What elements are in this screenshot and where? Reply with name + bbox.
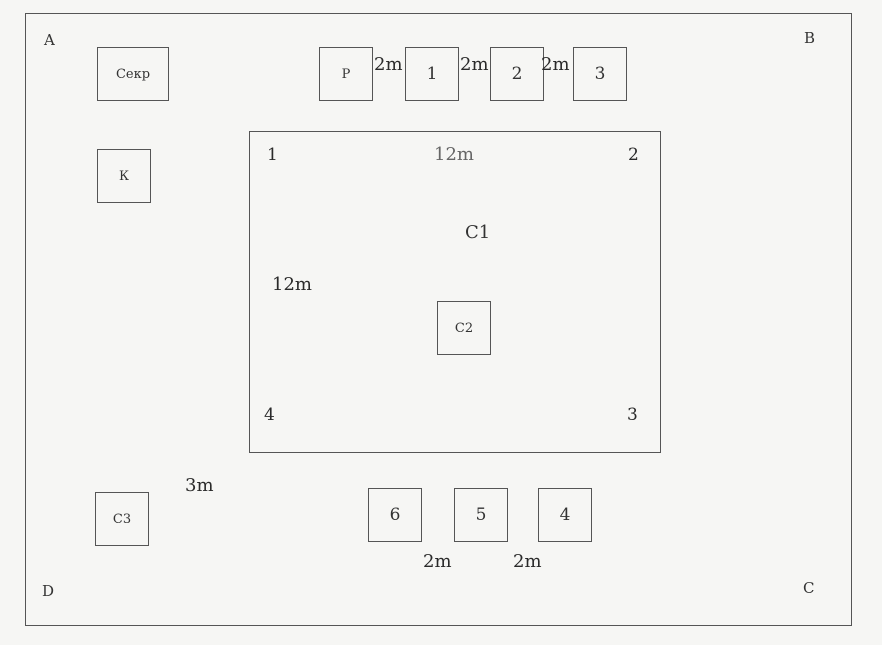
- corner-c: C: [803, 579, 815, 597]
- top-distance-2: 2m: [460, 54, 489, 75]
- court-corner-1: 1: [267, 145, 278, 165]
- hall-boundary: [25, 13, 852, 626]
- bottom-desk-4-label: 4: [559, 505, 571, 525]
- top-desk-2-label: 2: [511, 64, 523, 84]
- secretary-desk-label: Секр: [115, 66, 151, 82]
- side-distance: 3m: [185, 475, 214, 496]
- top-desk-3: 3: [573, 47, 627, 101]
- bottom-desk-4: 4: [538, 488, 592, 542]
- court-corner-2: 2: [628, 145, 639, 165]
- top-desk-3-label: 3: [594, 64, 606, 84]
- corner-d: D: [42, 582, 55, 600]
- secretary-desk: Секр: [97, 47, 169, 101]
- r-desk: Р: [319, 47, 373, 101]
- bottom-desk-5: 5: [454, 488, 508, 542]
- corner-a: A: [44, 31, 55, 49]
- c3-desk-label: С3: [112, 511, 132, 527]
- bottom-desk-5-label: 5: [475, 505, 487, 525]
- court-label-c1: С1: [465, 222, 491, 243]
- k-desk-label: К: [118, 168, 130, 184]
- top-desk-1-label: 1: [426, 64, 438, 84]
- center-box-c2-label: С2: [454, 320, 474, 336]
- court-corner-3: 3: [627, 405, 638, 425]
- bottom-distance-1: 2m: [423, 551, 452, 572]
- bottom-desk-6-label: 6: [389, 505, 401, 525]
- bottom-desk-6: 6: [368, 488, 422, 542]
- court-corner-4: 4: [264, 405, 275, 425]
- top-distance-1: 2m: [374, 54, 403, 75]
- top-distance-3: 2m: [541, 54, 570, 75]
- court-c1: [249, 131, 661, 453]
- center-box-c2: С2: [437, 301, 491, 355]
- k-desk: К: [97, 149, 151, 203]
- c3-desk: С3: [95, 492, 149, 546]
- court-width-label: 12m: [434, 144, 474, 165]
- corner-b: B: [804, 29, 816, 47]
- court-height-label: 12m: [272, 274, 312, 295]
- top-desk-2: 2: [490, 47, 544, 101]
- r-desk-label: Р: [341, 66, 351, 82]
- bottom-distance-2: 2m: [513, 551, 542, 572]
- top-desk-1: 1: [405, 47, 459, 101]
